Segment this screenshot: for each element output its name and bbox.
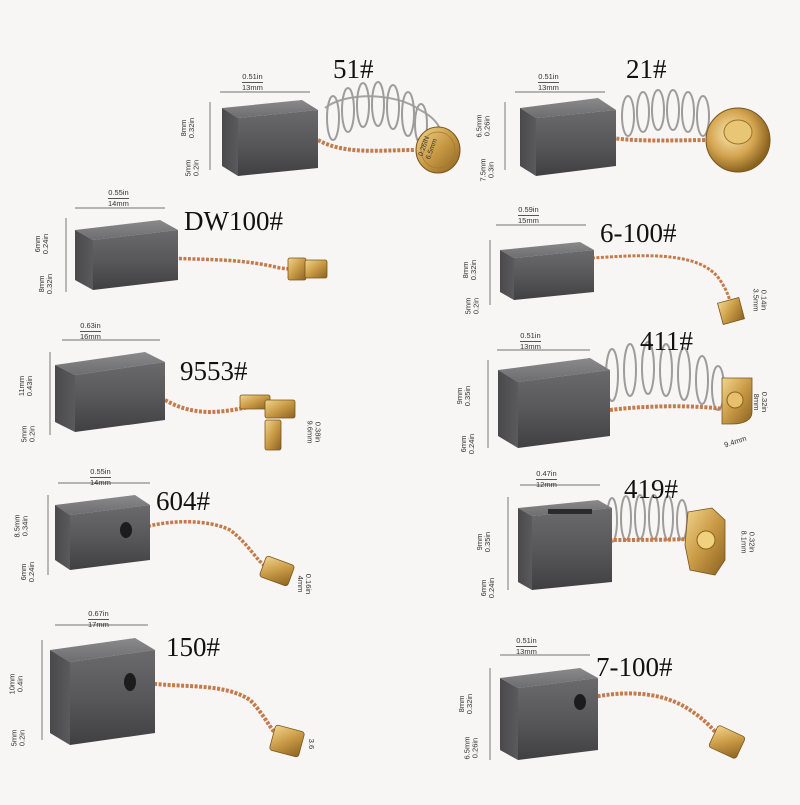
brush-51: [209, 81, 461, 176]
brush-419: [507, 484, 726, 590]
brush-9553: [49, 339, 296, 451]
brush-dw100: [65, 207, 328, 292]
brush-7-100: [489, 654, 746, 760]
brush-21: [504, 89, 771, 176]
model-label-411: 411#: [640, 326, 693, 356]
brush-411: [487, 341, 753, 448]
model-label-604: 604#: [156, 486, 210, 516]
model-label-51: 51#: [333, 54, 374, 84]
model-label-7-100: 7-100#: [596, 652, 673, 682]
terminal-dim-150: 3.6: [307, 738, 317, 750]
model-label-150: 150#: [166, 632, 220, 662]
model-label-9553: 9553#: [180, 356, 248, 386]
brush-150: [41, 624, 305, 758]
brush-604: [47, 482, 295, 587]
model-label-21: 21#: [626, 54, 667, 84]
model-label-419: 419#: [624, 474, 678, 504]
brush-6-100: [489, 224, 745, 325]
model-label-6-100: 6-100#: [600, 218, 677, 248]
model-label-dw100: DW100#: [184, 206, 283, 236]
